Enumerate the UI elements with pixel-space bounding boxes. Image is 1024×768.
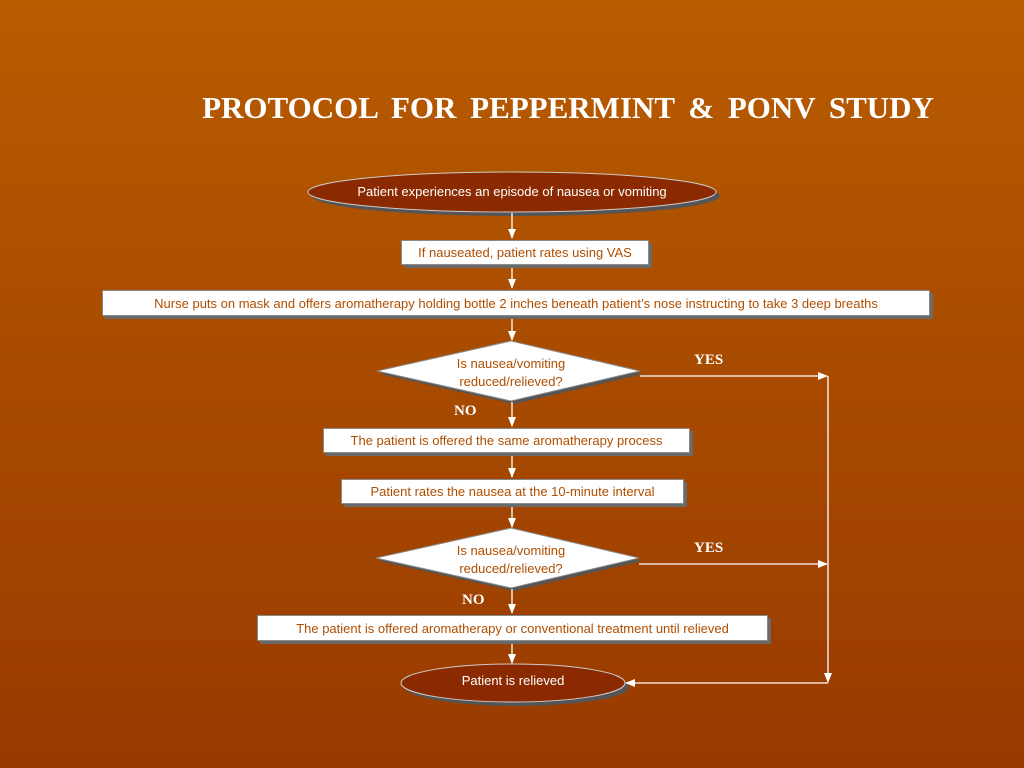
page-title: PROTOCOL FOR PEPPERMINT & PONV STUDY bbox=[202, 90, 934, 125]
same-aromatherapy-box: The patient is offered the same aromathe… bbox=[323, 428, 690, 453]
end-node-text: Patient is relieved bbox=[461, 673, 565, 688]
rate-10min-box: Patient rates the nausea at the 10-minut… bbox=[341, 479, 684, 504]
start-oval bbox=[307, 171, 717, 213]
no-label-1: NO bbox=[454, 403, 477, 419]
start-node-text: Patient experiences an episode of nausea… bbox=[357, 184, 667, 199]
decision1-text: Is nausea/vomiting reduced/relieved? bbox=[456, 356, 566, 389]
conventional-treatment-box: The patient is offered aromatherapy or c… bbox=[257, 615, 768, 641]
yes-label-2: YES bbox=[694, 540, 724, 556]
decision2-text: Is nausea/vomiting reduced/relieved? bbox=[456, 543, 566, 576]
decision1-diamond bbox=[376, 340, 641, 402]
yes-label-1: YES bbox=[694, 352, 724, 368]
no-label-2: NO bbox=[462, 592, 485, 608]
decision2-diamond bbox=[375, 527, 640, 589]
rate-vas-box: If nauseated, patient rates using VAS bbox=[401, 240, 649, 265]
nurse-aromatherapy-box: Nurse puts on mask and offers aromathera… bbox=[102, 290, 930, 316]
